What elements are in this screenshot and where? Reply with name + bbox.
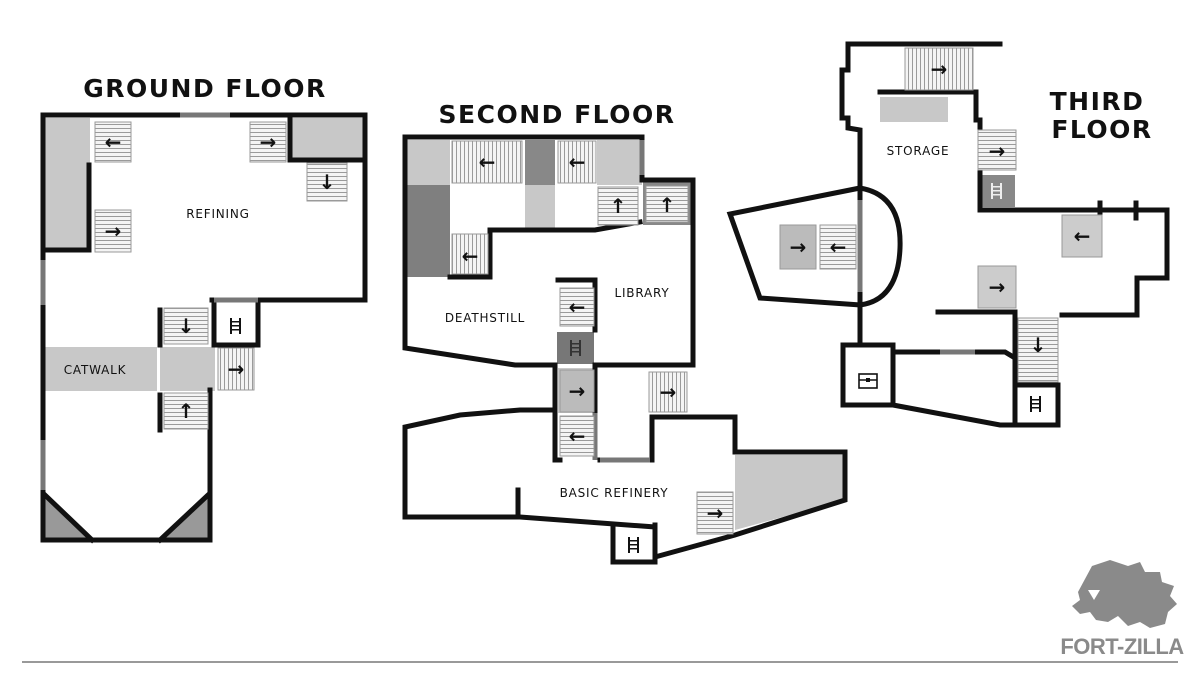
stair-arrow-down: ↓: [1030, 333, 1047, 357]
stair-arrow-down: ↓: [178, 314, 195, 338]
stair-arrow-right: →: [660, 380, 677, 404]
ladder-icon: [991, 183, 1002, 199]
stair-arrow-up: ↑: [178, 399, 195, 423]
second-floor-title: SECOND FLOOR: [439, 100, 676, 129]
stair-arrow-left: ←: [830, 235, 847, 259]
room-label-refining: REFINING: [186, 207, 250, 221]
stair-arrow-right: →: [228, 357, 245, 381]
room-label-library: LIBRARY: [614, 286, 669, 300]
stair-arrow-up: ↑: [659, 193, 676, 217]
stair-arrow-left: ←: [569, 295, 586, 319]
stair-arrow-left: ←: [1074, 224, 1091, 248]
stair-arrow-left: ←: [105, 130, 122, 154]
stair-arrow-right: →: [260, 130, 277, 154]
stair-arrow-right: →: [569, 379, 586, 403]
stair-arrow-up: ↑: [610, 194, 627, 218]
room-label-deathstill: DEATHSTILL: [445, 311, 525, 325]
room-label-catwalk: CATWALK: [64, 363, 127, 377]
second-floor: SECOND FLOOR ← ← ↑ ↑ ←: [402, 100, 848, 565]
stair-arrow-right: →: [989, 139, 1006, 163]
stair-arrow-right: →: [105, 219, 122, 243]
stair-arrow-left: ←: [569, 424, 586, 448]
stair-arrow-right: →: [931, 57, 948, 81]
room-label-storage: STORAGE: [887, 144, 950, 158]
stair-arrow-left: ←: [569, 150, 586, 174]
chest-icon: [858, 373, 878, 389]
ladder-icon: [230, 318, 241, 334]
ground-floor: GROUND FLOOR ← → ↓ → ↓ →: [40, 74, 368, 544]
brand-name: FORT-ZILLA: [1060, 634, 1184, 659]
third-floor-title-line2: FLOOR: [1051, 115, 1152, 144]
stair-arrow-right: →: [790, 235, 807, 259]
brand-logo: FORT-ZILLA: [1060, 560, 1185, 659]
stair-arrow-right: →: [707, 501, 724, 525]
room-label-basic-refinery: BASIC REFINERY: [560, 486, 669, 500]
ladder-icon: [1030, 396, 1041, 412]
stair-arrow-right: →: [989, 275, 1006, 299]
third-floor-title-line1: THIRD: [1050, 87, 1145, 116]
ladder-icon: [570, 340, 581, 356]
ladder-icon: [628, 537, 639, 553]
third-floor: THIRD FLOOR → → → ← ← → ↓: [726, 41, 1170, 428]
godzilla-head-logo: [1072, 560, 1177, 628]
stair-arrow-left: ←: [462, 244, 479, 268]
stair-arrow-left: ←: [479, 150, 496, 174]
stair-arrow-down: ↓: [319, 170, 336, 194]
ground-floor-title: GROUND FLOOR: [83, 74, 327, 103]
